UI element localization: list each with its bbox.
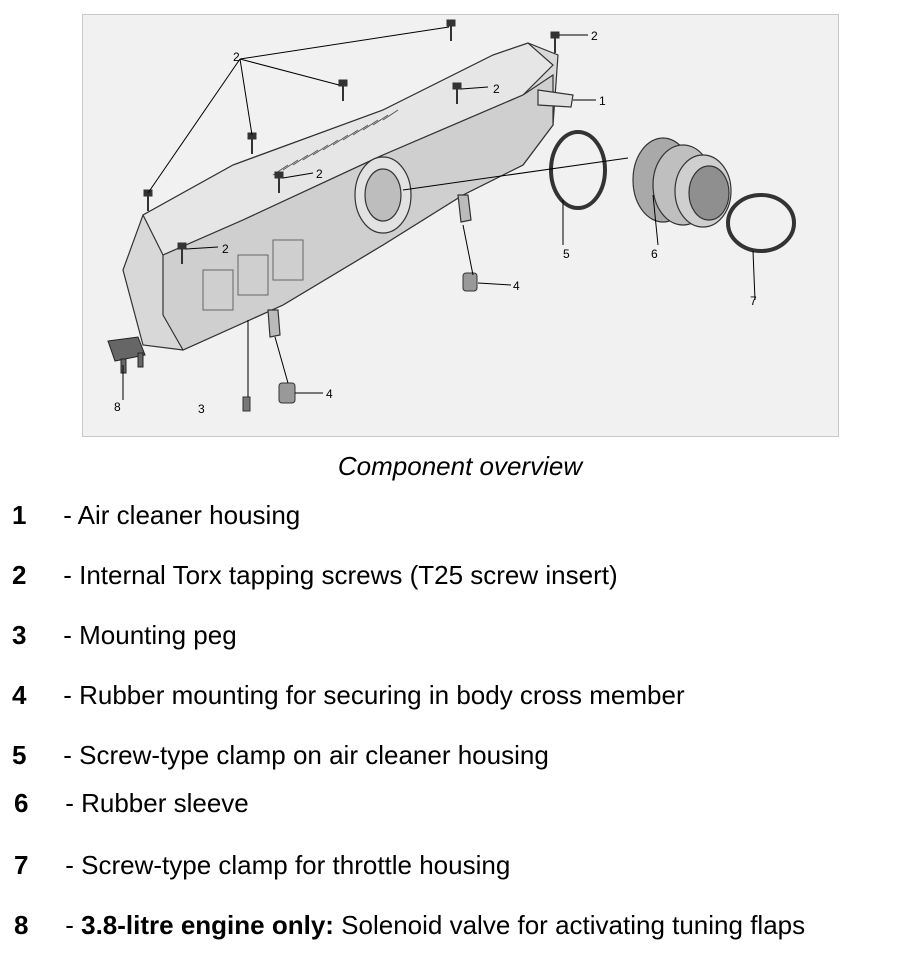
callout-2a: 2: [233, 50, 240, 64]
legend-number: 7: [14, 850, 29, 880]
legend-number: 3: [12, 620, 27, 650]
callout-2c: 2: [493, 82, 500, 96]
legend-text: Internal Torx tapping screws (T25 screw …: [79, 560, 618, 590]
legend-item-3: 3 - Mounting peg: [12, 620, 237, 651]
callout-3: 3: [198, 402, 205, 416]
legend-number: 2: [12, 560, 27, 590]
legend-number: 8: [14, 910, 29, 940]
callout-7: 7: [750, 294, 757, 308]
legend-text: Rubber mounting for securing in body cro…: [79, 680, 685, 710]
legend-separator: -: [58, 788, 82, 818]
rubber-sleeve-drawing: [632, 137, 732, 228]
callout-2d: 2: [316, 167, 323, 181]
component-diagram: 2 2 2 2 2 1 4 4 3 5 6 7 8: [82, 14, 839, 437]
legend-separator: -: [56, 680, 80, 710]
legend-bold-qualifier: 3.8-litre engine only:: [81, 910, 334, 940]
legend-text: Mounting peg: [79, 620, 237, 650]
legend-text: Rubber sleeve: [81, 788, 249, 818]
exploded-view-drawing: 2 2 2 2 2 1 4 4 3 5 6 7 8: [107, 19, 796, 416]
legend-number: 1: [12, 500, 27, 530]
legend-text: Solenoid valve for activating tuning fla…: [333, 910, 806, 940]
legend-item-8: 8 - 3.8-litre engine only: Solenoid valv…: [14, 910, 805, 941]
legend-item-6: 6 - Rubber sleeve: [14, 788, 249, 819]
legend-item-2: 2 - Internal Torx tapping screws (T25 sc…: [12, 560, 618, 591]
legend-separator: -: [56, 500, 78, 530]
callout-8: 8: [114, 400, 121, 414]
callout-4a: 4: [513, 279, 520, 293]
callout-labels: 2 2 2 2 2 1 4 4 3 5 6 7 8: [114, 29, 757, 416]
callout-5: 5: [563, 247, 570, 261]
callout-6: 6: [651, 247, 658, 261]
callout-2e: 2: [222, 242, 229, 256]
legend-text: Screw-type clamp on air cleaner housing: [79, 740, 549, 770]
legend-number: 4: [12, 680, 27, 710]
callout-2b: 2: [591, 29, 598, 43]
clamp-7-drawing: [726, 193, 796, 253]
legend-number: 6: [14, 788, 29, 818]
figure-caption: Component overview: [337, 451, 583, 481]
callout-1: 1: [599, 94, 606, 108]
air-cleaner-housing-drawing: [122, 42, 574, 351]
callout-4b: 4: [326, 387, 333, 401]
legend-separator: -: [56, 620, 80, 650]
leader-lines: [122, 26, 756, 400]
solenoid-valve-drawing: [107, 336, 146, 374]
rubber-mounting-drawings: [278, 272, 478, 404]
legend-separator: -: [56, 740, 80, 770]
mounting-peg-drawing: [242, 396, 251, 412]
legend-item-5: 5 - Screw-type clamp on air cleaner hous…: [12, 740, 549, 771]
legend-item-7: 7 - Screw-type clamp for throttle housin…: [14, 850, 510, 881]
legend-number: 5: [12, 740, 27, 770]
clamp-5-drawing: [549, 130, 607, 210]
legend-text: Air cleaner housing: [77, 500, 301, 530]
legend-separator: -: [56, 560, 80, 590]
legend-separator: -: [58, 910, 82, 940]
screw-drawings: [143, 19, 560, 264]
legend-text: Screw-type clamp for throttle housing: [81, 850, 511, 880]
legend-separator: -: [58, 850, 82, 880]
legend-item-4: 4 - Rubber mounting for securing in body…: [12, 680, 685, 711]
legend-item-1: 1 - Air cleaner housing: [12, 500, 300, 531]
